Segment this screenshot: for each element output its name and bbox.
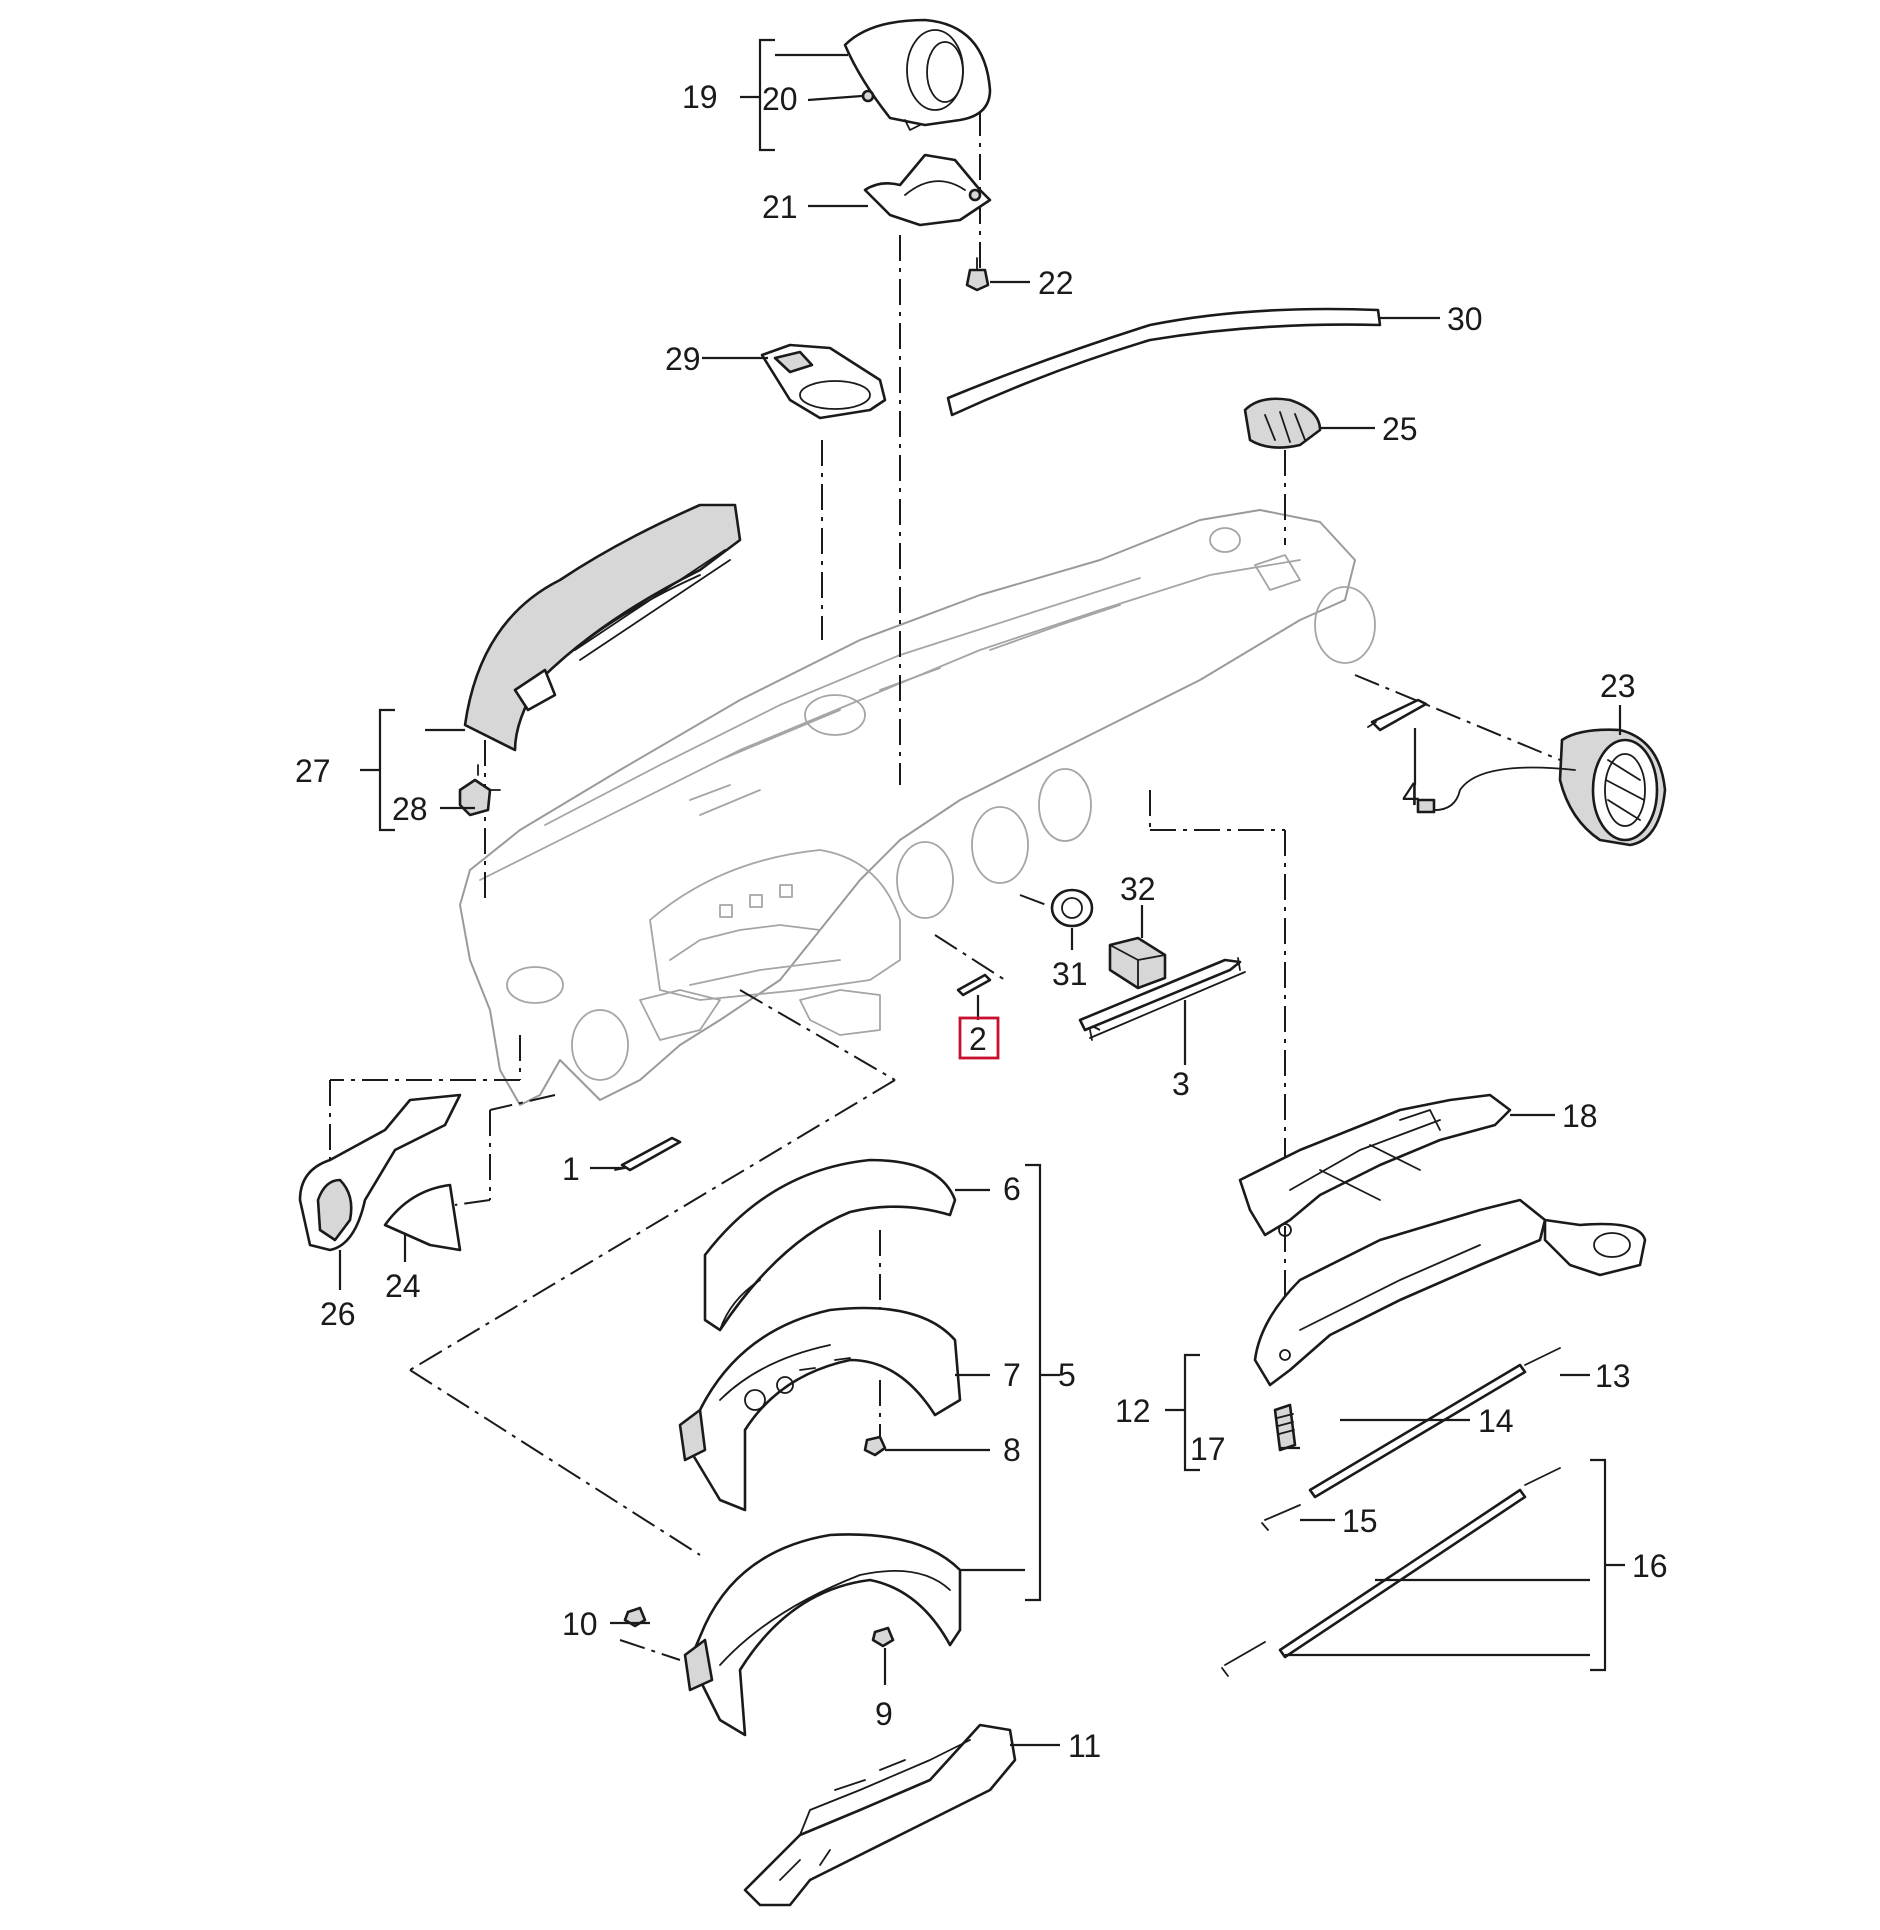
callout-18: 18 — [1562, 1098, 1598, 1134]
part-20-clip — [861, 89, 875, 103]
highlight-box-part-2 — [958, 1016, 1000, 1060]
part-12-support-beam — [1253, 1198, 1647, 1387]
part-19-instrument-hood — [843, 18, 992, 131]
dashboard-carrier — [459, 509, 1376, 1106]
part-17-bolt — [1273, 1403, 1297, 1452]
callout-9: 9 — [875, 1696, 893, 1732]
part-25-vent-grille — [1243, 397, 1322, 449]
part-27-defroster-panel — [463, 503, 742, 752]
callout-31: 31 — [1052, 956, 1088, 992]
callout-13: 13 — [1595, 1358, 1631, 1394]
callout-6: 6 — [1003, 1171, 1021, 1207]
callout-4: 4 — [1402, 776, 1420, 812]
callout-7: 7 — [1003, 1357, 1021, 1393]
leader-lines — [338, 53, 1622, 1747]
part-7-instrument-shroud — [678, 1306, 962, 1512]
part-3-rail-bracket — [1078, 957, 1246, 1041]
part-29-trim-panel — [760, 343, 887, 420]
callout-17: 17 — [1190, 1431, 1226, 1467]
callout-28: 28 — [392, 791, 428, 827]
callout-29: 29 — [665, 341, 701, 377]
part-18-cross-brace — [1238, 1093, 1512, 1237]
callout-11: 11 — [1068, 1728, 1101, 1764]
callout-24: 24 — [385, 1268, 421, 1304]
part-23-side-vent — [1416, 728, 1667, 847]
callout-19: 19 — [682, 79, 718, 115]
part-31-grommet — [1050, 888, 1094, 928]
callout-20: 20 — [762, 81, 798, 117]
part-28-bracket-clip — [458, 764, 501, 817]
part-26-side-duct — [298, 1093, 462, 1252]
part-6-cover-top — [703, 1158, 957, 1332]
callout-23: 23 — [1600, 668, 1636, 704]
part-4-bracket — [1367, 698, 1428, 732]
callout-27: 27 — [295, 753, 331, 789]
part-5-lower-shroud — [683, 1533, 962, 1737]
callout-22: 22 — [1038, 265, 1074, 301]
callout-26: 26 — [320, 1296, 356, 1332]
part-24-trim-cover — [383, 1183, 462, 1252]
part-11-knee-bracket — [743, 1723, 1017, 1907]
callout-14: 14 — [1478, 1403, 1514, 1439]
callout-8: 8 — [1003, 1432, 1021, 1468]
callout-2: 2 — [969, 1021, 987, 1057]
part-30-seal-strip — [946, 307, 1382, 417]
part-15-rod-end — [1261, 1504, 1301, 1531]
part-21-cowl-lower — [863, 153, 992, 227]
part-16-rod-set — [1221, 1467, 1561, 1677]
part-13-rod-end — [1524, 1347, 1561, 1366]
group-brackets — [360, 38, 1625, 1672]
part-22-screw — [965, 257, 990, 292]
callout-21: 21 — [762, 189, 798, 225]
callout-25: 25 — [1382, 411, 1418, 447]
callout-1: 1 — [562, 1151, 580, 1187]
callout-5: 5 — [1058, 1357, 1076, 1393]
assembly-centerlines — [329, 110, 1561, 1661]
callout-30: 30 — [1447, 301, 1483, 337]
callout-15: 15 — [1342, 1503, 1378, 1539]
callout-10: 10 — [562, 1606, 598, 1642]
part-9-screw — [871, 1626, 895, 1648]
part-8-screw — [863, 1435, 887, 1457]
part-32-connector — [1108, 936, 1167, 990]
part-2-clip — [956, 973, 992, 997]
callout-labels: 1 2 3 4 5 6 7 8 9 10 11 12 13 14 15 16 1… — [295, 79, 1668, 1764]
callout-3: 3 — [1172, 1066, 1190, 1102]
callout-16: 16 — [1632, 1548, 1668, 1584]
callout-12: 12 — [1115, 1393, 1151, 1429]
part-14-rod — [1308, 1363, 1527, 1499]
callout-32: 32 — [1120, 871, 1156, 907]
part-1-clip — [614, 1136, 682, 1172]
